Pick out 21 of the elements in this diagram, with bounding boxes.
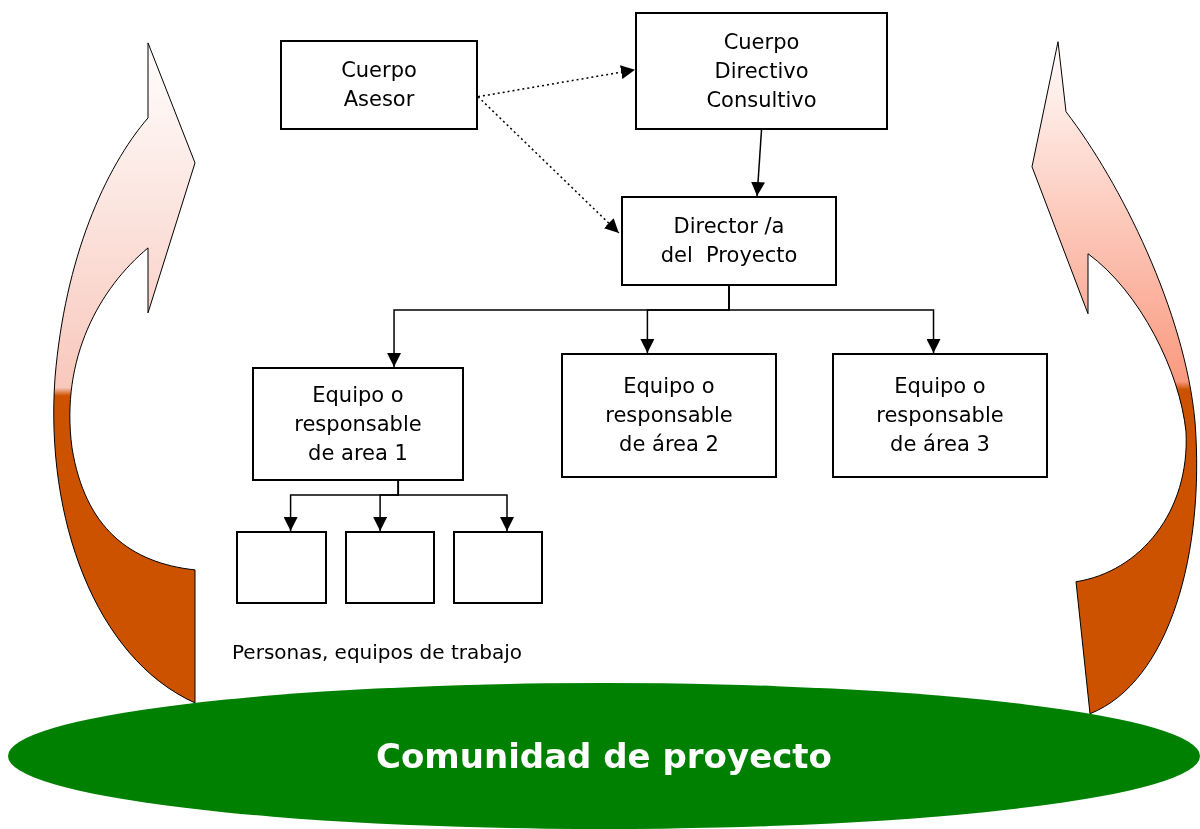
box-label: Director /a del Proyecto [659, 213, 799, 269]
org-box [280, 40, 478, 130]
empty-box [236, 531, 327, 604]
curved-block-arrow [53, 42, 196, 704]
box-label: Equipo o responsable de area 1 [293, 381, 423, 467]
box-label: Cuerpo Asesor [340, 57, 418, 113]
arrow [751, 129, 765, 197]
arrow [728, 285, 941, 354]
empty-box [345, 531, 435, 604]
org-box [635, 12, 888, 130]
arrow [397, 480, 514, 532]
org-box [621, 196, 837, 286]
box-label: Equipo o responsable de área 2 [604, 373, 734, 458]
org-box [561, 353, 777, 478]
caption-text: Personas, equipos de trabajo [232, 640, 522, 664]
empty-box [453, 531, 543, 604]
box-label: Equipo o responsable de área 3 [875, 373, 1005, 458]
org-box [832, 353, 1048, 478]
org-box [252, 367, 464, 481]
curved-block-arrow [1031, 41, 1198, 715]
box-label: Cuerpo Directivo Consultivo [705, 28, 818, 114]
